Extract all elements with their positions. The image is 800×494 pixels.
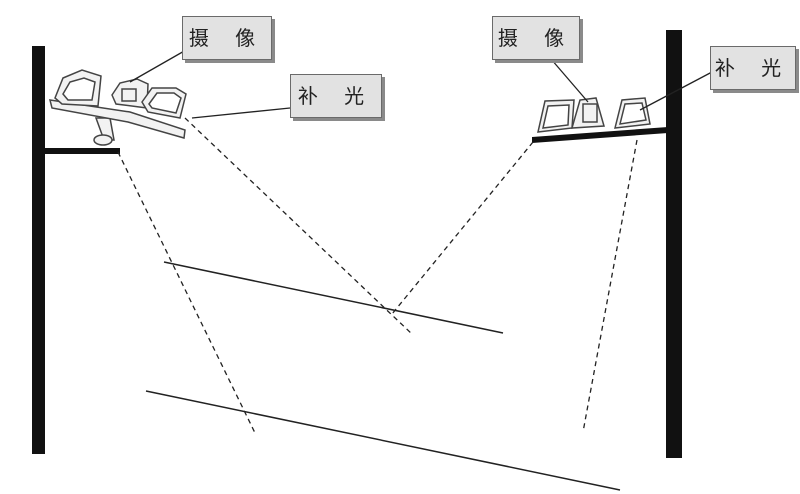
- road-lines: [145, 261, 621, 491]
- left-pole: [32, 46, 45, 454]
- right-light-callout: 补 光: [710, 46, 796, 90]
- left-light-callout: 补 光: [290, 74, 382, 118]
- left-light-label: 补 光: [297, 84, 375, 108]
- left-camera-label: 摄 像: [188, 26, 266, 50]
- view-lines: [117, 117, 638, 436]
- right-camera-callout: 摄 像: [492, 16, 580, 60]
- left-camera-view-line: [117, 151, 257, 436]
- callout-pointers: [129, 49, 713, 119]
- right-pole: [666, 30, 682, 458]
- right-mount-arm: [532, 127, 668, 143]
- left-mount-arm: [44, 148, 120, 154]
- near-lane-line: [145, 390, 621, 491]
- left-light-view-line: [184, 117, 414, 336]
- right-light-label: 补 光: [714, 56, 792, 80]
- right-light-view-line: [582, 139, 638, 433]
- right-camera-view-line: [391, 141, 534, 315]
- far-lane-line: [163, 261, 504, 334]
- right-camera-label: 摄 像: [497, 26, 575, 50]
- left-camera-callout: 摄 像: [182, 16, 272, 60]
- right-device-cluster: [537, 97, 651, 133]
- left-device-cluster: [48, 69, 187, 146]
